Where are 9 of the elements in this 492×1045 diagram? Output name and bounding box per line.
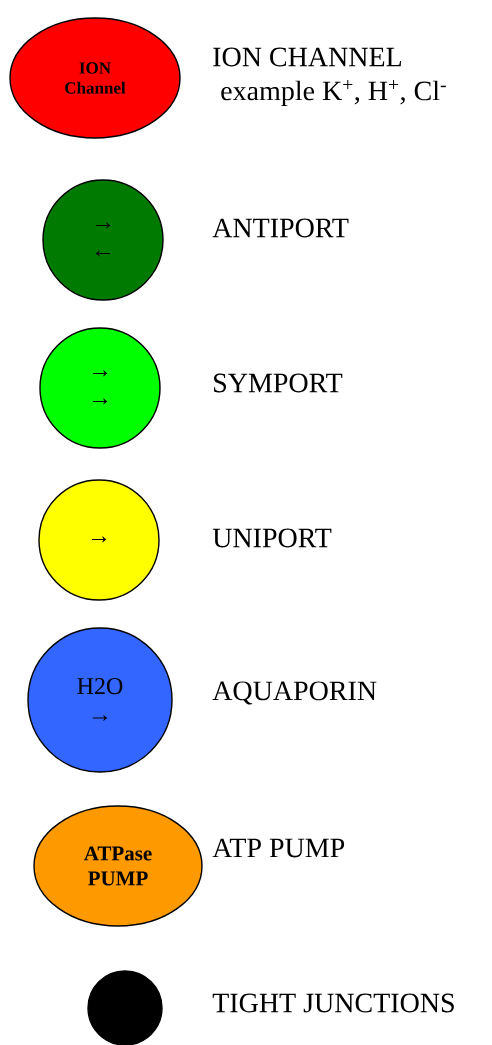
label-text: AQUAPORIN (212, 681, 377, 705)
label-text: example K$^{+}$, H$^{+}$, Cl$^{-}$ (221, 80, 446, 107)
label-text: UNIPORT (212, 528, 332, 548)
label-text: ATP PUMP (212, 838, 345, 858)
label-text: ANTIPORT (212, 218, 349, 238)
label-text: ION CHANNEL (213, 47, 401, 67)
label-text: SYMPORT (214, 373, 343, 393)
label-text: TIGHT JUNCTIONS (212, 993, 454, 1013)
tight-junction-circle (87, 970, 163, 1045)
